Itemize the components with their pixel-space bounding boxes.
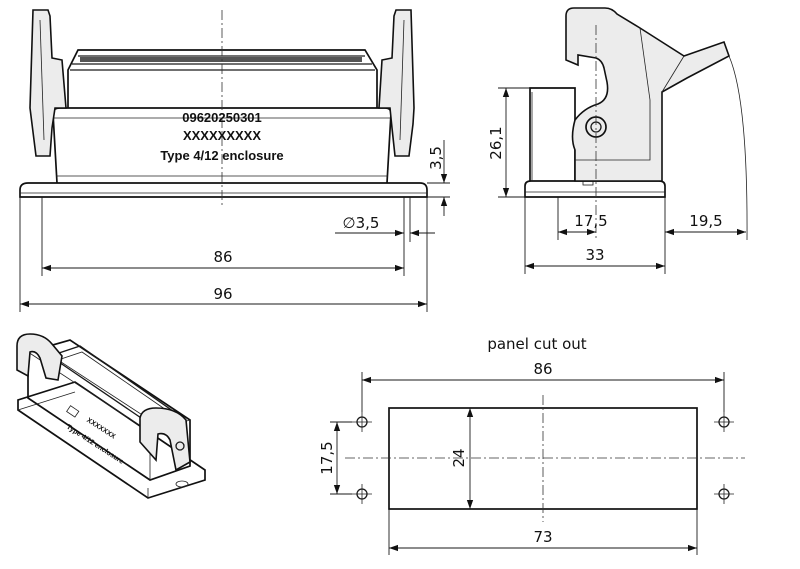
iso-right-latch bbox=[139, 407, 191, 472]
dim-front-hole-spacing: 86 bbox=[213, 248, 232, 266]
panel-cutout-title: panel cut out bbox=[487, 335, 586, 353]
dim-front-height-small: 3,5 bbox=[427, 146, 445, 170]
dim-side-lever-offset: 19,5 bbox=[689, 212, 722, 230]
side-body bbox=[529, 87, 576, 181]
side-lever bbox=[565, 7, 730, 182]
iso-left-latch bbox=[16, 333, 63, 381]
panel-mounting-hole bbox=[352, 412, 372, 432]
side-view: 26,1 17,5 19,5 33 bbox=[487, 7, 748, 274]
panel-cutout-view: panel cut out 86 17,5 bbox=[318, 335, 745, 555]
front-label-part-number: 09620250301 bbox=[182, 110, 262, 125]
dim-panel-hole-spacing-x: 86 bbox=[533, 360, 552, 378]
dim-side-inner-width: 17,5 bbox=[574, 212, 607, 230]
dim-side-base-width: 33 bbox=[585, 246, 604, 264]
front-left-latch bbox=[29, 9, 67, 157]
front-label-type: Type 4/12 enclosure bbox=[160, 148, 283, 163]
front-label-code: XXXXXXXXX bbox=[183, 128, 261, 143]
iso-label-type: Type 4/12 enclosure bbox=[65, 424, 125, 466]
panel-mounting-hole bbox=[714, 484, 734, 504]
iso-view: XXXXXXX Type 4/12 enclosure bbox=[16, 333, 206, 499]
dim-side-height: 26,1 bbox=[487, 126, 505, 159]
front-base-plate bbox=[19, 182, 428, 198]
front-right-latch bbox=[378, 9, 415, 157]
front-view: 09620250301 XXXXXXXXX Type 4/12 enclosur… bbox=[19, 9, 450, 312]
dim-panel-cutout-width: 73 bbox=[533, 528, 552, 546]
dim-front-overall-width: 96 bbox=[213, 285, 232, 303]
dim-front-hole-diameter: ∅3,5 bbox=[343, 214, 380, 232]
dim-panel-hole-spacing-y: 17,5 bbox=[318, 441, 336, 474]
dim-panel-cutout-height: 24 bbox=[450, 448, 468, 467]
panel-mounting-hole bbox=[352, 484, 372, 504]
panel-mounting-hole bbox=[714, 412, 734, 432]
side-base bbox=[524, 180, 666, 198]
